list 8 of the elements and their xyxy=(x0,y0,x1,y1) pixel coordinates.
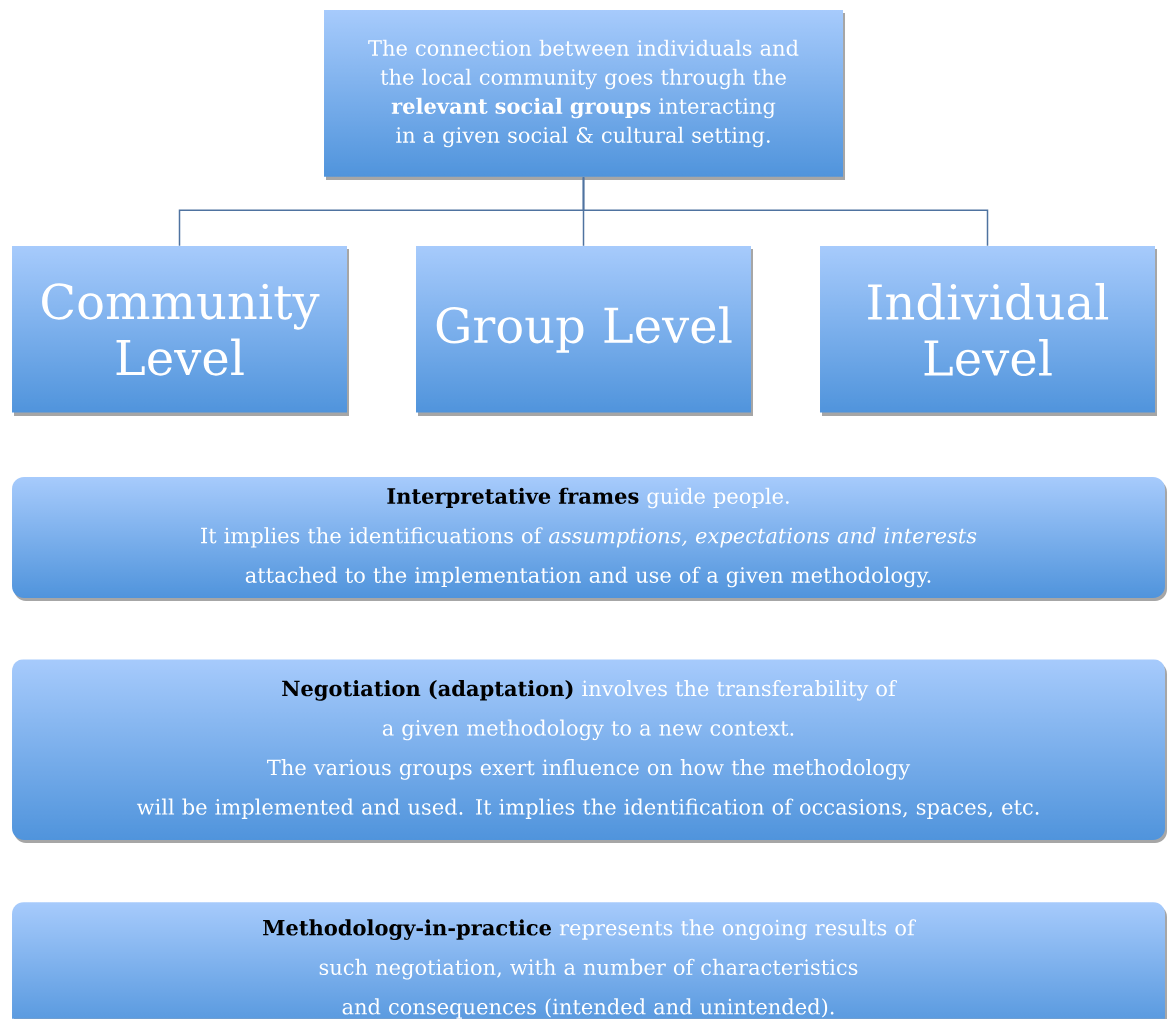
text-box: Methodology-in-practice represents the ongoing results of such negotiation, with a number of characteristics and consequences (intended and unintended). xyxy=(12,902,1167,1019)
text-box: The connection between individuals and the local community goes through the relevant social groups interacting in a given social & cultural setting. xyxy=(324,10,845,180)
text-box: Group Level xyxy=(416,246,753,416)
text-box: Negotiation (adaptation) involves the transferability of a given methodology to a new context. The various groups exert influence on how the methodology will be implemented and used. It implies the identification of occasions, spaces, etc. xyxy=(12,659,1167,843)
text-box: Interpretative frames guide people. It implies the identificuations of assumptions, expectations and interests attached to the implementation and use of a given methodology. xyxy=(12,477,1167,601)
connector-line xyxy=(582,176,989,247)
text-box: Community Level xyxy=(12,246,349,416)
text-box: Individual Level xyxy=(820,246,1157,416)
